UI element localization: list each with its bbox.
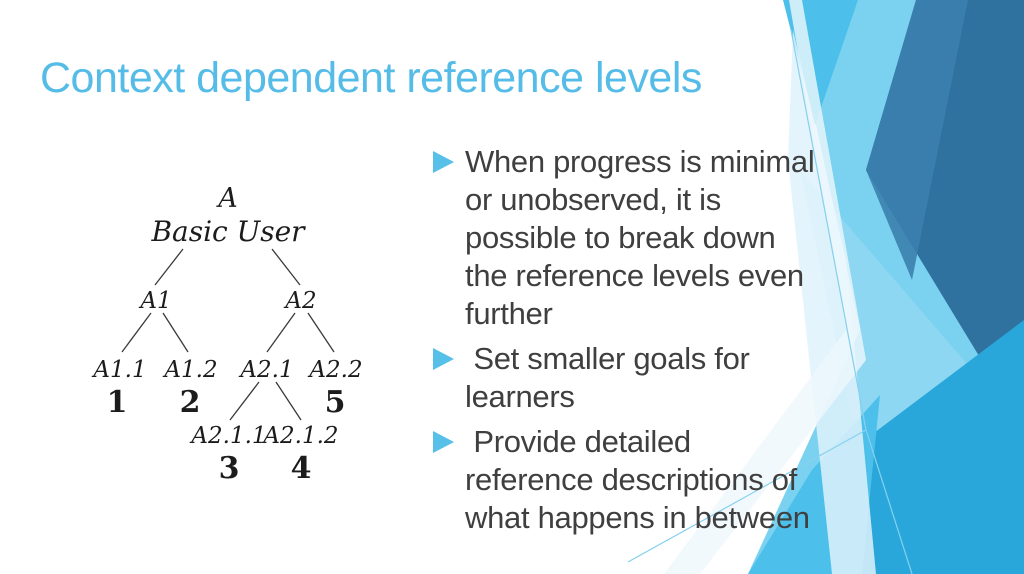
bullet-line: Set smaller goals for <box>465 341 750 376</box>
node-a1-1: A1.1 <box>91 357 146 383</box>
value-under-a2-1-1: 3 <box>219 451 240 486</box>
value-under-a1-2: 2 <box>180 385 201 420</box>
value-under-a1-1: 1 <box>107 385 128 420</box>
hairline-diagonal <box>627 429 867 563</box>
node-a1: A1 <box>138 288 171 314</box>
node-a2-1-1: A2.1.1 <box>189 423 266 449</box>
value-under-a2-2: 5 <box>325 385 346 420</box>
bullet-list: When progress is minimal or unobserved, … <box>433 143 843 544</box>
bullet-line: learners <box>465 379 575 414</box>
bullet-line: reference descriptions of <box>465 462 797 497</box>
value-under-a2-1-2: 4 <box>291 451 312 486</box>
node-a2-1: A2.1 <box>238 357 293 383</box>
bullet-line: what happens in between <box>465 500 810 535</box>
bullet-line: further <box>465 296 553 331</box>
bullet-text: When progress is minimal or unobserved, … <box>465 143 815 333</box>
node-a2: A2 <box>283 288 316 314</box>
bullet-item: When progress is minimal or unobserved, … <box>433 143 843 333</box>
node-a1-2: A1.2 <box>162 357 217 383</box>
facet-shapes <box>627 0 1024 574</box>
bullet-line: Provide detailed <box>465 424 691 459</box>
bullet-line: the reference levels even <box>465 258 804 293</box>
node-root-sublabel: Basic User <box>150 215 306 248</box>
triangle-bullet-icon <box>433 431 454 453</box>
bullet-text: Provide detailed reference descriptions … <box>465 423 810 537</box>
node-a2-1-2: A2.1.2 <box>261 423 338 449</box>
bullet-line: possible to break down <box>465 220 776 255</box>
node-a2-2: A2.2 <box>307 357 362 383</box>
triangle-bullet-icon <box>433 151 454 173</box>
slide-title: Context dependent reference levels <box>40 54 702 102</box>
hairline-diagonal <box>790 29 867 431</box>
tree-edges <box>121 248 335 421</box>
bullet-line: or unobserved, it is <box>465 182 721 217</box>
node-root: A <box>215 183 238 214</box>
bullet-item: Provide detailed reference descriptions … <box>433 423 843 537</box>
bullet-line: When progress is minimal <box>465 144 815 179</box>
hairline-diagonal <box>865 429 913 574</box>
bullet-text: Set smaller goals for learners <box>465 340 750 416</box>
tree-labels: A Basic User A1 A2 A1.1 A1.2 A2.1 A2.2 1… <box>91 183 362 486</box>
triangle-bullet-icon <box>433 348 454 370</box>
bullet-item: Set smaller goals for learners <box>433 340 843 416</box>
